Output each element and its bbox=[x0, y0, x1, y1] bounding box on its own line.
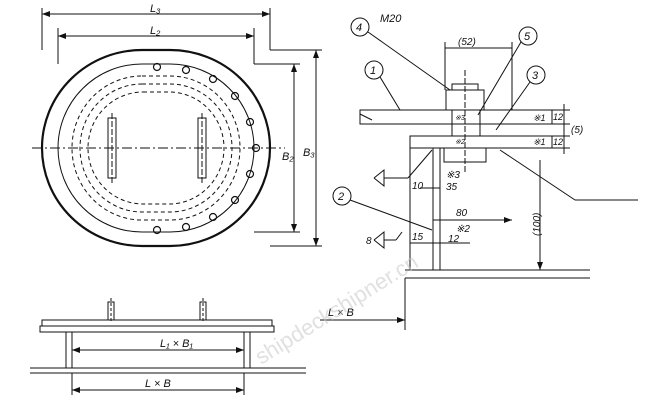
bolt-hole bbox=[230, 91, 240, 101]
bolt-hole bbox=[181, 65, 191, 75]
dim-label-52: (52) bbox=[458, 37, 476, 48]
plan-view: L₃ L₂ B₂ B₃ bbox=[32, 3, 322, 248]
bolt-hole bbox=[208, 212, 218, 222]
bolt-size-label: M20 bbox=[380, 13, 402, 25]
note-x1-lower: ※1 bbox=[533, 137, 546, 147]
dim-label-x2: ※2 bbox=[456, 224, 470, 235]
dim-label-12-lower: 12 bbox=[553, 137, 563, 147]
weld-size-8: 8 bbox=[366, 236, 372, 247]
svg-text:4: 4 bbox=[356, 22, 362, 34]
callout-3: 3 bbox=[495, 65, 546, 131]
cover-plate-bottom bbox=[39, 325, 275, 333]
label-LxB-detail: L × B bbox=[328, 307, 354, 319]
label-L1xB1: L₁ × B₁ bbox=[160, 338, 193, 350]
callout-1: 1 bbox=[364, 60, 401, 111]
bolt-mark: ※2 bbox=[455, 138, 465, 146]
bolt-hole bbox=[181, 222, 191, 232]
dim-label-80: 80 bbox=[456, 208, 468, 219]
arrow bbox=[236, 387, 244, 393]
inner-dashed-ring-2 bbox=[79, 83, 233, 213]
inner-dashed-ring-3 bbox=[87, 91, 225, 205]
bolt-hole bbox=[245, 169, 255, 179]
dim-label-15: 15 bbox=[412, 232, 424, 243]
weld-symbol bbox=[373, 230, 385, 250]
arrow bbox=[58, 33, 66, 39]
break-line bbox=[359, 113, 373, 121]
bolt-holes bbox=[152, 62, 261, 235]
arrow bbox=[72, 387, 80, 393]
callout-4: 4 bbox=[350, 17, 451, 91]
dim-label-100: (100) bbox=[532, 213, 543, 236]
dim-label-35: 35 bbox=[446, 182, 458, 193]
bolt-mark: ※3 bbox=[455, 114, 465, 122]
dim-label-12-upper: 12 bbox=[553, 112, 563, 122]
label-LxB: L × B bbox=[145, 378, 171, 390]
arrow bbox=[72, 347, 80, 353]
arrow bbox=[262, 11, 270, 17]
dim-label-12-bottom: 12 bbox=[448, 234, 460, 245]
arrow bbox=[42, 11, 50, 17]
svg-text:1: 1 bbox=[370, 65, 376, 77]
arrow bbox=[537, 262, 543, 270]
dim-label-10: 10 bbox=[412, 181, 424, 192]
arrow bbox=[246, 33, 254, 39]
arrow bbox=[313, 238, 319, 246]
detail-view: ※3 ※2 1 2 3 4 5 M20 bbox=[320, 13, 638, 330]
cover-plate-top bbox=[41, 319, 273, 327]
dim-label-5: (5) bbox=[571, 125, 583, 136]
gasket bbox=[451, 109, 481, 137]
coaming-plate bbox=[432, 147, 441, 271]
bolt-hole bbox=[152, 62, 162, 72]
flange-ring bbox=[409, 135, 553, 149]
note-x1-upper: ※1 bbox=[533, 113, 546, 123]
arrow bbox=[313, 50, 319, 58]
svg-text:2: 2 bbox=[337, 191, 344, 203]
weld-symbol bbox=[373, 168, 385, 188]
dim-label-B2: B₂ bbox=[282, 151, 294, 163]
coaming-right bbox=[243, 331, 251, 369]
callout-2: 2 bbox=[332, 186, 433, 231]
bolt-hole bbox=[230, 195, 240, 205]
section-view: L₁ × B₁ L × B bbox=[30, 298, 306, 395]
arrow bbox=[504, 217, 512, 223]
inner-dashed-ring-1 bbox=[71, 75, 241, 221]
arrow bbox=[291, 224, 297, 232]
dim-label-B3: B₃ bbox=[303, 147, 315, 159]
bolt-hole bbox=[152, 225, 162, 235]
svg-text:5: 5 bbox=[524, 31, 531, 43]
arrow bbox=[291, 64, 297, 72]
watermark: shipdeckshipner.cn bbox=[250, 249, 422, 369]
coaming-left bbox=[65, 331, 73, 369]
bolt-hole bbox=[245, 117, 255, 127]
bolt-hole bbox=[251, 143, 261, 153]
dim-label-L3: L₃ bbox=[150, 3, 161, 15]
arrow bbox=[397, 317, 405, 323]
callout-5: 5 bbox=[477, 26, 538, 116]
dim-label-L2: L₂ bbox=[150, 25, 161, 37]
dim-label-x3: ※3 bbox=[446, 170, 460, 181]
bolt-hole bbox=[208, 74, 218, 84]
svg-text:3: 3 bbox=[532, 70, 539, 82]
arrow bbox=[236, 347, 244, 353]
